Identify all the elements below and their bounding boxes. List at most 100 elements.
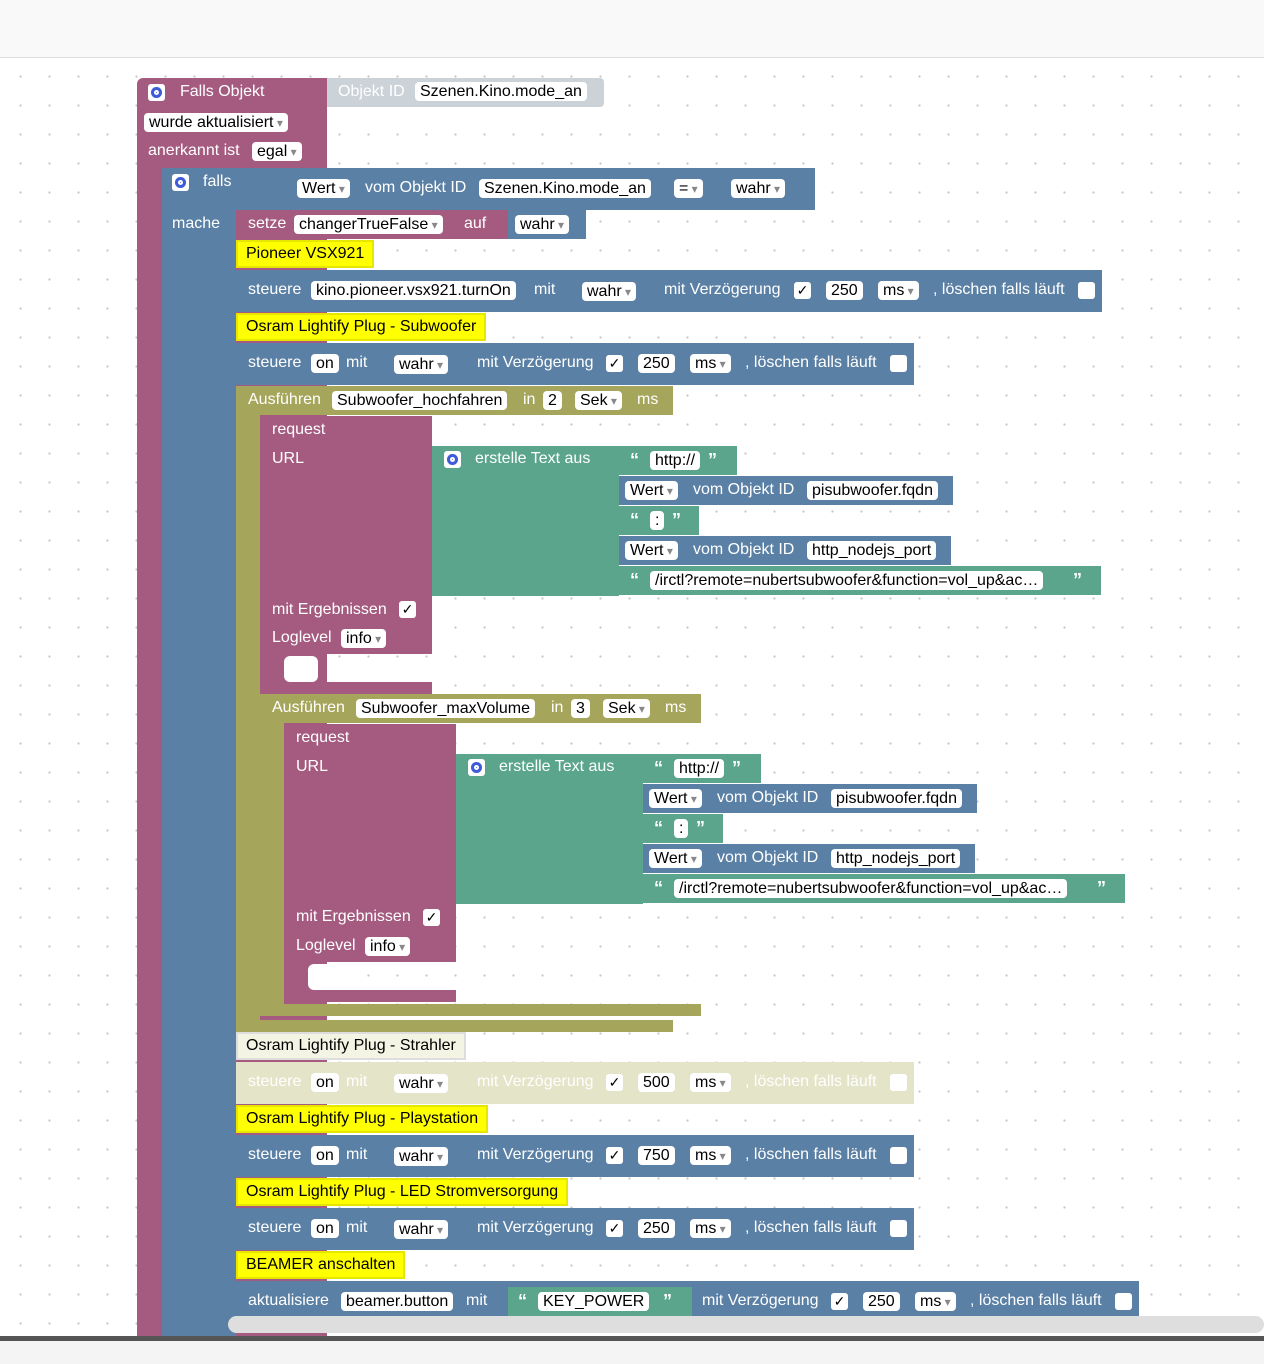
- timeout-value-field[interactable]: 2: [543, 391, 562, 410]
- wert-dropdown[interactable]: Wert: [625, 541, 678, 560]
- control-value-dropdown[interactable]: wahr: [394, 1074, 449, 1093]
- comment-block[interactable]: Osram Lightify Plug - Subwoofer: [236, 313, 487, 341]
- clear-checkbox[interactable]: [890, 1074, 907, 1091]
- delay-checkbox[interactable]: ✓: [606, 1074, 623, 1091]
- ergebnissen-label: mit Ergebnissen: [272, 601, 387, 618]
- comment-block[interactable]: Pioneer VSX921: [236, 240, 375, 268]
- horizontal-scrollbar[interactable]: [228, 1316, 1264, 1333]
- gear-icon[interactable]: [468, 759, 485, 776]
- clear-checkbox[interactable]: [890, 1220, 907, 1237]
- clear-label: , löschen falls läuft: [745, 1073, 877, 1090]
- control-block[interactable]: [236, 343, 914, 385]
- clear-checkbox[interactable]: [1115, 1293, 1132, 1310]
- loglevel-dropdown[interactable]: info: [341, 629, 387, 648]
- steuere-label: steuere: [248, 281, 302, 298]
- delay-value-field[interactable]: 500: [638, 1073, 675, 1092]
- gear-icon[interactable]: [148, 84, 165, 101]
- var-dropdown[interactable]: changerTrueFalse: [294, 215, 443, 234]
- text-field[interactable]: http://: [674, 759, 725, 778]
- if-block-body[interactable]: [162, 168, 236, 1336]
- text-field[interactable]: :: [674, 819, 689, 838]
- mit-label: mit: [346, 1073, 368, 1090]
- control-target-field[interactable]: on: [311, 354, 339, 373]
- ergebnissen-checkbox[interactable]: ✓: [399, 601, 416, 618]
- timeout-value-field[interactable]: 3: [571, 699, 590, 718]
- cond-operator-dropdown[interactable]: =: [674, 179, 703, 198]
- control-block[interactable]: [236, 1208, 914, 1250]
- delay-value-field[interactable]: 750: [638, 1146, 675, 1165]
- comment-block[interactable]: Osram Lightify Plug - Playstation: [236, 1105, 489, 1133]
- control-value-dropdown[interactable]: wahr: [394, 1147, 449, 1166]
- wert-dropdown[interactable]: Wert: [649, 849, 702, 868]
- object-field[interactable]: pisubwoofer.fqdn: [807, 481, 938, 500]
- set-value-dropdown[interactable]: wahr: [515, 215, 570, 234]
- cond-wert-dropdown[interactable]: Wert: [297, 179, 350, 198]
- delay-checkbox[interactable]: ✓: [606, 355, 623, 372]
- update-target-field[interactable]: beamer.button: [341, 1292, 454, 1311]
- gear-icon[interactable]: [444, 451, 461, 468]
- clear-checkbox[interactable]: [890, 355, 907, 372]
- object-field[interactable]: http_nodejs_port: [807, 541, 937, 560]
- timeout-unit-dropdown[interactable]: Sek: [575, 391, 622, 410]
- clear-checkbox[interactable]: [1078, 282, 1095, 299]
- delay-checkbox[interactable]: ✓: [831, 1293, 848, 1310]
- control-block-disabled[interactable]: [236, 1062, 914, 1104]
- text-field[interactable]: http://: [650, 451, 701, 470]
- object-id-label: Objekt ID: [338, 83, 405, 100]
- object-field[interactable]: pisubwoofer.fqdn: [831, 789, 962, 808]
- delay-unit-dropdown[interactable]: ms: [690, 1073, 731, 1092]
- control-value-dropdown[interactable]: wahr: [394, 355, 449, 374]
- delay-checkbox[interactable]: ✓: [606, 1147, 623, 1164]
- cond-object-field[interactable]: Szenen.Kino.mode_an: [479, 179, 651, 198]
- clear-checkbox[interactable]: [890, 1147, 907, 1164]
- event-dropdown[interactable]: wurde aktualisiert: [144, 113, 288, 132]
- control-target-field[interactable]: kino.pioneer.vsx921.turnOn: [311, 281, 516, 300]
- timeout-name-field[interactable]: Subwoofer_hochfahren: [332, 391, 508, 410]
- delay-unit-dropdown[interactable]: ms: [878, 281, 919, 300]
- text-field[interactable]: :: [650, 511, 665, 530]
- open-quote-icon: “: [654, 758, 663, 778]
- delay-value-field[interactable]: 250: [826, 281, 863, 300]
- delay-checkbox[interactable]: ✓: [794, 282, 811, 299]
- ack-dropdown[interactable]: egal: [252, 142, 302, 161]
- timeout-block-body[interactable]: [260, 694, 284, 1016]
- timeout-unit-dropdown[interactable]: Sek: [603, 699, 650, 718]
- delay-unit-dropdown[interactable]: ms: [915, 1292, 956, 1311]
- blockly-workspace[interactable]: Falls Objekt Objekt ID Szenen.Kino.mode_…: [0, 58, 1264, 1336]
- control-value-dropdown[interactable]: wahr: [394, 1220, 449, 1239]
- delay-unit-dropdown[interactable]: ms: [690, 1219, 731, 1238]
- delay-checkbox[interactable]: ✓: [606, 1220, 623, 1237]
- wert-dropdown[interactable]: Wert: [649, 789, 702, 808]
- text-field[interactable]: /irctl?remote=nubertsubwoofer&function=v…: [674, 879, 1068, 898]
- wert-dropdown[interactable]: Wert: [625, 481, 678, 500]
- delay-unit-dropdown[interactable]: ms: [690, 1146, 731, 1165]
- update-value-field[interactable]: KEY_POWER: [538, 1292, 650, 1311]
- control-block[interactable]: [236, 1135, 914, 1177]
- delay-unit-dropdown[interactable]: ms: [690, 354, 731, 373]
- control-value-dropdown[interactable]: wahr: [582, 282, 637, 301]
- comment-block[interactable]: BEAMER anschalten: [236, 1251, 406, 1279]
- text-join-block[interactable]: [432, 446, 619, 596]
- ergebnissen-checkbox[interactable]: ✓: [423, 909, 440, 926]
- comment-block-disabled[interactable]: Osram Lightify Plug - Strahler: [236, 1032, 466, 1060]
- delay-value-field[interactable]: 250: [638, 354, 675, 373]
- control-target-field[interactable]: on: [311, 1219, 339, 1238]
- object-id-field[interactable]: Szenen.Kino.mode_an: [415, 82, 587, 101]
- open-quote-icon: “: [630, 570, 639, 590]
- delay-value-field[interactable]: 250: [863, 1292, 900, 1311]
- comment-block[interactable]: Osram Lightify Plug - LED Stromversorgun…: [236, 1178, 569, 1206]
- timeout-block-body[interactable]: [236, 386, 260, 1032]
- timeout-name-field[interactable]: Subwoofer_maxVolume: [356, 699, 535, 718]
- control-target-field[interactable]: on: [311, 1146, 339, 1165]
- clear-label: , löschen falls läuft: [745, 1146, 877, 1163]
- aktualisiere-label: aktualisiere: [248, 1292, 329, 1309]
- delay-value-field[interactable]: 250: [638, 1219, 675, 1238]
- cond-value-dropdown[interactable]: wahr: [731, 179, 786, 198]
- delay-label: mit Verzögerung: [477, 354, 594, 371]
- loglevel-dropdown[interactable]: info: [365, 937, 411, 956]
- text-field[interactable]: /irctl?remote=nubertsubwoofer&function=v…: [650, 571, 1044, 590]
- object-field[interactable]: http_nodejs_port: [831, 849, 961, 868]
- control-target-field[interactable]: on: [311, 1073, 339, 1092]
- gear-icon[interactable]: [172, 174, 189, 191]
- text-join-block[interactable]: [456, 754, 643, 904]
